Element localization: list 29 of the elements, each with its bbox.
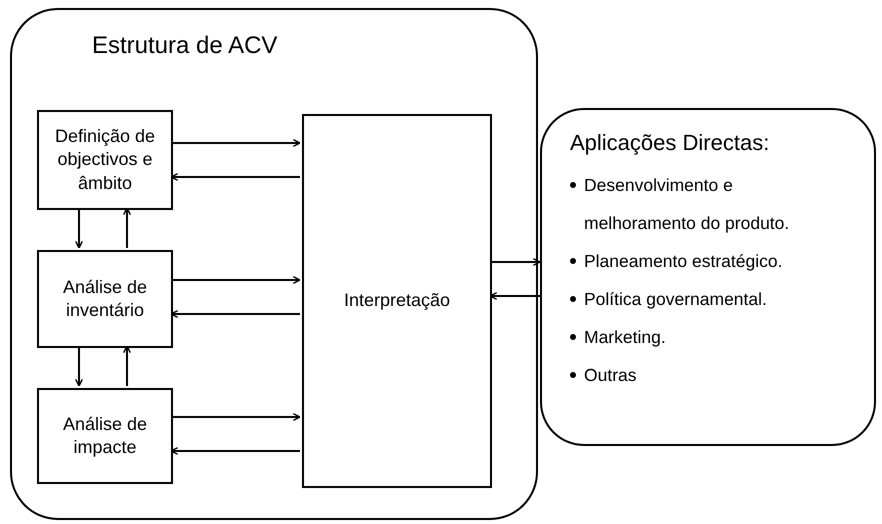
arrow	[122, 345, 132, 386]
arrow	[74, 346, 84, 387]
arrow	[170, 310, 300, 318]
bullet-item: Planeamento estratégico.	[584, 250, 782, 273]
process-box	[37, 388, 173, 484]
bullet-item: Desenvolvimento e melhoramento do produto.	[584, 174, 790, 235]
panel-heading: Aplicações Directas:	[570, 130, 770, 156]
framework-panel	[10, 8, 538, 520]
box-label: Análise de inventário	[62, 276, 148, 322]
arrow	[170, 446, 300, 456]
process-box	[37, 110, 173, 210]
bullet-item: Outras	[584, 364, 637, 387]
panel-title: Estrutura de ACV	[92, 32, 278, 60]
arrow	[122, 207, 132, 248]
process-box	[302, 114, 492, 488]
applications-panel	[540, 108, 876, 446]
arrow	[171, 276, 301, 284]
arrow	[170, 172, 300, 182]
bullet-item: Política governamental.	[584, 288, 767, 311]
arrow	[490, 258, 541, 266]
arrow	[171, 412, 301, 422]
arrow	[489, 292, 540, 300]
arrow	[74, 208, 84, 249]
arrow	[171, 138, 301, 148]
bullet-item: Marketing.	[584, 326, 666, 349]
process-box	[37, 250, 173, 348]
box-label: Definição de objectivos e âmbito	[54, 124, 156, 195]
box-label: Interpretação	[344, 289, 450, 312]
box-label: Análise de impacte	[62, 412, 148, 459]
